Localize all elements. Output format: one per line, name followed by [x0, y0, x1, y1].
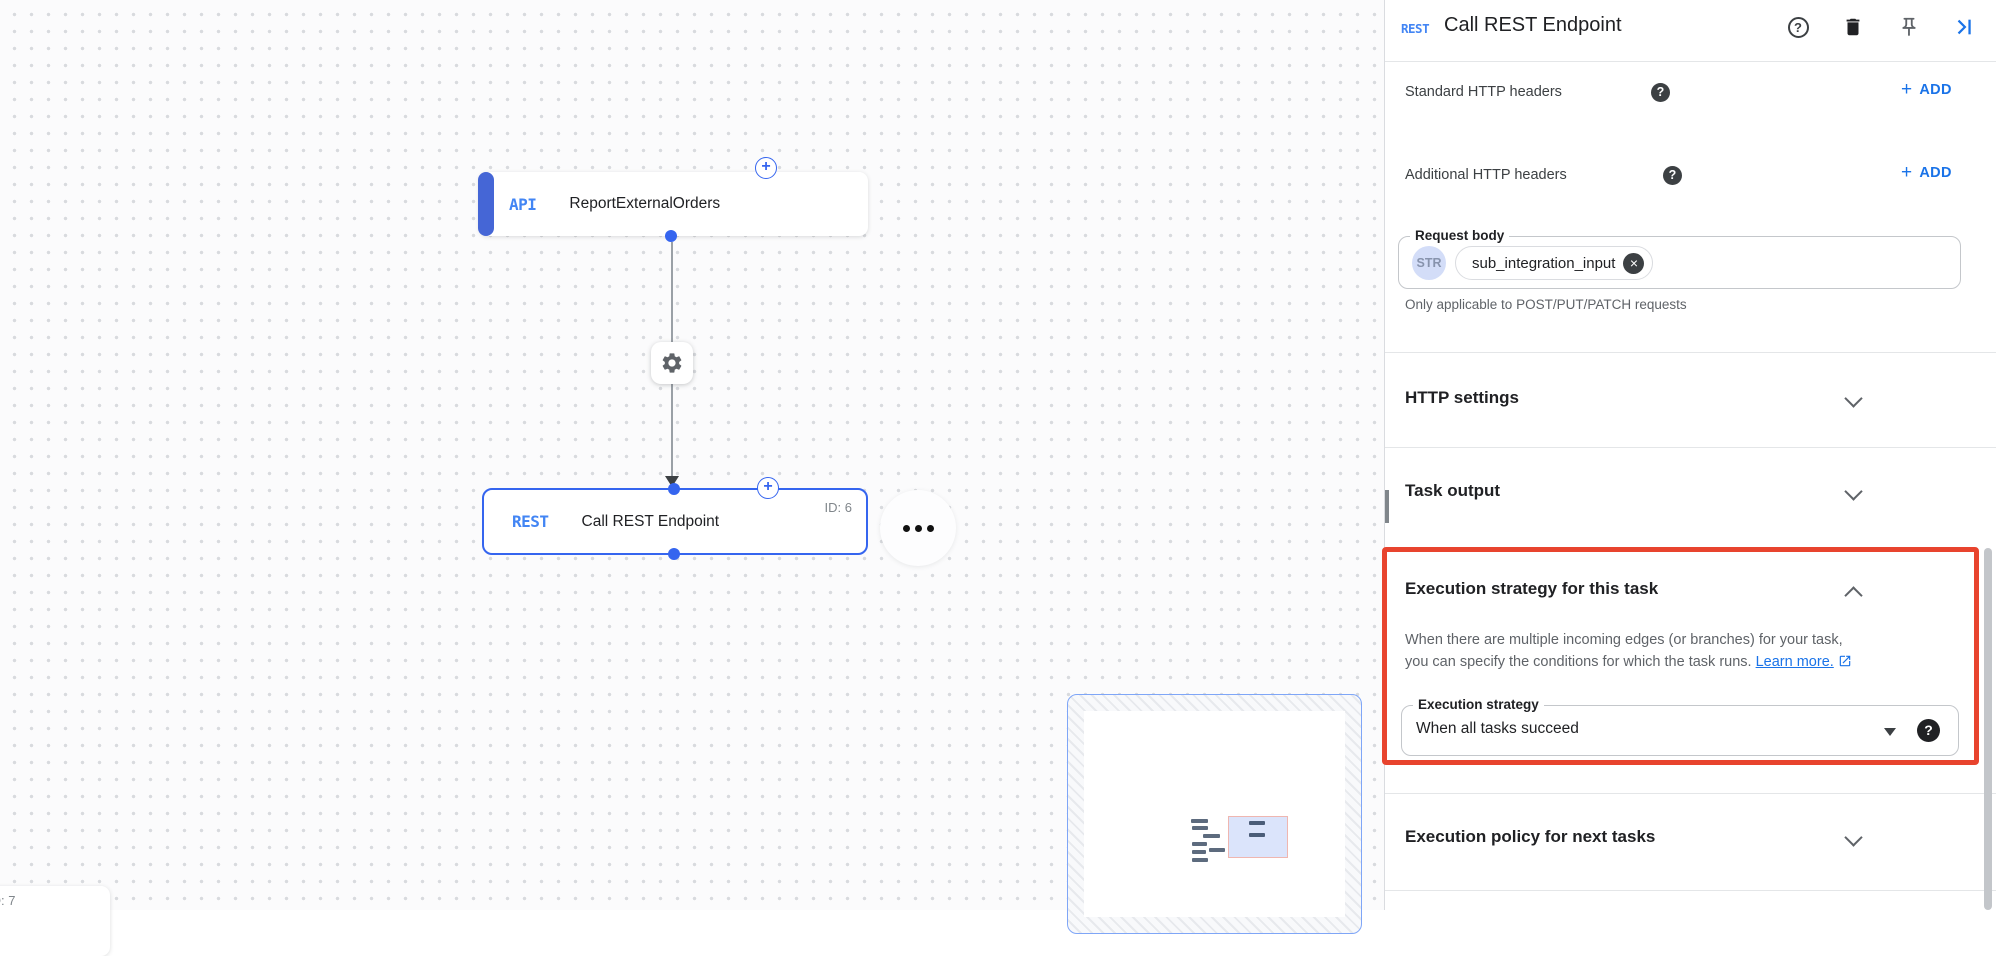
additional-headers-help-icon[interactable]: ? [1663, 166, 1682, 185]
collapse-right-icon [1957, 19, 1971, 35]
variable-chip[interactable]: sub_integration_input × [1455, 246, 1654, 280]
rest-task-icon: REST [1401, 21, 1430, 36]
execution-strategy-help-icon[interactable]: ? [1917, 719, 1940, 742]
task-config-panel: REST Call REST Endpoint ? Standard HTTP … [1382, 0, 1996, 910]
remove-variable-icon[interactable]: × [1623, 252, 1645, 274]
rest-task-icon: REST [512, 512, 549, 531]
minimap-node-bar [1249, 833, 1265, 837]
chevron-down-icon[interactable] [1844, 389, 1863, 408]
minimap-node-bar [1203, 834, 1220, 838]
collapse-panel-button[interactable] [1951, 14, 1977, 40]
additional-headers-label: Additional HTTP headers [1405, 167, 1567, 183]
output-port[interactable] [668, 548, 680, 560]
section-task-output[interactable]: Task output [1405, 481, 1501, 500]
execution-strategy-value: When all tasks succeed [1416, 720, 1579, 737]
add-button-label: ADD [1919, 165, 1952, 181]
section-http-settings[interactable]: HTTP settings [1405, 388, 1519, 407]
more-dot [926, 524, 934, 532]
divider [1385, 447, 1996, 448]
divider [1385, 890, 1996, 891]
pin-panel-button[interactable] [1896, 14, 1922, 40]
request-body-label: Request body [1410, 228, 1510, 243]
section-execution-strategy[interactable]: Execution strategy for this task [1405, 579, 1659, 598]
scroll-indicator [1385, 490, 1389, 523]
divider [1385, 793, 1996, 794]
plus-icon: + [1901, 79, 1913, 100]
more-dot [914, 524, 922, 532]
execution-strategy-description: When there are multiple incoming edges (… [1405, 629, 1852, 673]
chevron-down-icon[interactable] [1844, 482, 1863, 501]
trigger-node-report-external-orders[interactable]: API ReportExternalOrders + [478, 157, 868, 242]
add-task-icon[interactable]: + [757, 477, 779, 499]
learn-more-link[interactable]: Learn more. [1755, 654, 1834, 670]
section-execution-policy[interactable]: Execution policy for next tasks [1405, 827, 1656, 846]
request-body-helper: Only applicable to POST/PUT/PATCH reques… [1405, 297, 1687, 312]
partial-node[interactable]: ID: 7 [0, 886, 110, 956]
minimap-viewport[interactable] [1228, 816, 1288, 858]
standard-headers-label: Standard HTTP headers [1405, 84, 1562, 100]
chevron-down-icon[interactable] [1844, 828, 1863, 847]
trigger-accent-bar [478, 172, 494, 236]
request-body-field[interactable]: Request body STR sub_integration_input × [1398, 228, 1961, 289]
minimap-inner [1084, 711, 1345, 917]
dropdown-arrow-icon[interactable] [1884, 728, 1896, 736]
input-port[interactable] [668, 483, 680, 495]
task-id-label: ID: 6 [824, 500, 852, 515]
minimap-node-bar [1192, 842, 1207, 846]
minimap-node-bar [1209, 848, 1225, 852]
add-additional-header-button[interactable]: + ADD [1901, 162, 1952, 183]
trigger-node-label: ReportExternalOrders [569, 195, 721, 212]
add-button-label: ADD [1919, 82, 1952, 98]
divider [1385, 61, 1996, 62]
variable-chip-label: sub_integration_input [1472, 254, 1616, 272]
variable-type-badge: STR [1412, 246, 1446, 280]
description-line: When there are multiple incoming edges (… [1405, 632, 1843, 648]
task-node-call-rest-endpoint[interactable]: REST Call REST Endpoint ID: 6 + [482, 477, 868, 560]
output-port[interactable] [665, 230, 677, 242]
edge-settings-button[interactable] [651, 342, 693, 384]
canvas-minimap[interactable] [1067, 694, 1362, 934]
plus-icon: + [1901, 162, 1913, 183]
rest-node-label: Call REST Endpoint [581, 512, 720, 530]
standard-headers-help-icon[interactable]: ? [1651, 83, 1670, 102]
description-line: you can specify the conditions for which… [1405, 654, 1752, 670]
api-trigger-icon: API [509, 194, 537, 214]
add-task-above-icon[interactable]: + [755, 157, 777, 179]
gear-icon [662, 353, 682, 373]
help-button[interactable]: ? [1785, 14, 1811, 40]
minimap-node-bar [1192, 850, 1206, 854]
chevron-up-icon[interactable] [1844, 586, 1863, 605]
help-icon: ? [1787, 16, 1809, 38]
node-more-menu-button[interactable] [880, 490, 956, 566]
more-dot [902, 524, 910, 532]
divider [1385, 352, 1996, 353]
minimap-node-bar [1191, 819, 1208, 823]
delete-task-button[interactable] [1840, 14, 1866, 40]
panel-scrollbar[interactable] [1984, 548, 1992, 910]
edge-arrowhead-icon [665, 476, 679, 487]
minimap-node-bar [1192, 826, 1208, 830]
minimap-node-bar [1249, 821, 1265, 825]
pin-icon [1902, 17, 1916, 37]
add-standard-header-button[interactable]: + ADD [1901, 79, 1952, 100]
execution-strategy-field-label: Execution strategy [1413, 697, 1544, 712]
task-id-label: ID: 7 [0, 893, 16, 908]
workflow-canvas[interactable]: API ReportExternalOrders + REST Call RES… [0, 0, 1384, 956]
execution-strategy-dropdown[interactable]: Execution strategy When all tasks succee… [1401, 697, 1959, 756]
minimap-node-bar [1192, 858, 1208, 862]
external-link-icon[interactable] [1838, 654, 1852, 668]
trash-icon [1846, 18, 1860, 36]
panel-title: Call REST Endpoint [1444, 14, 1622, 36]
